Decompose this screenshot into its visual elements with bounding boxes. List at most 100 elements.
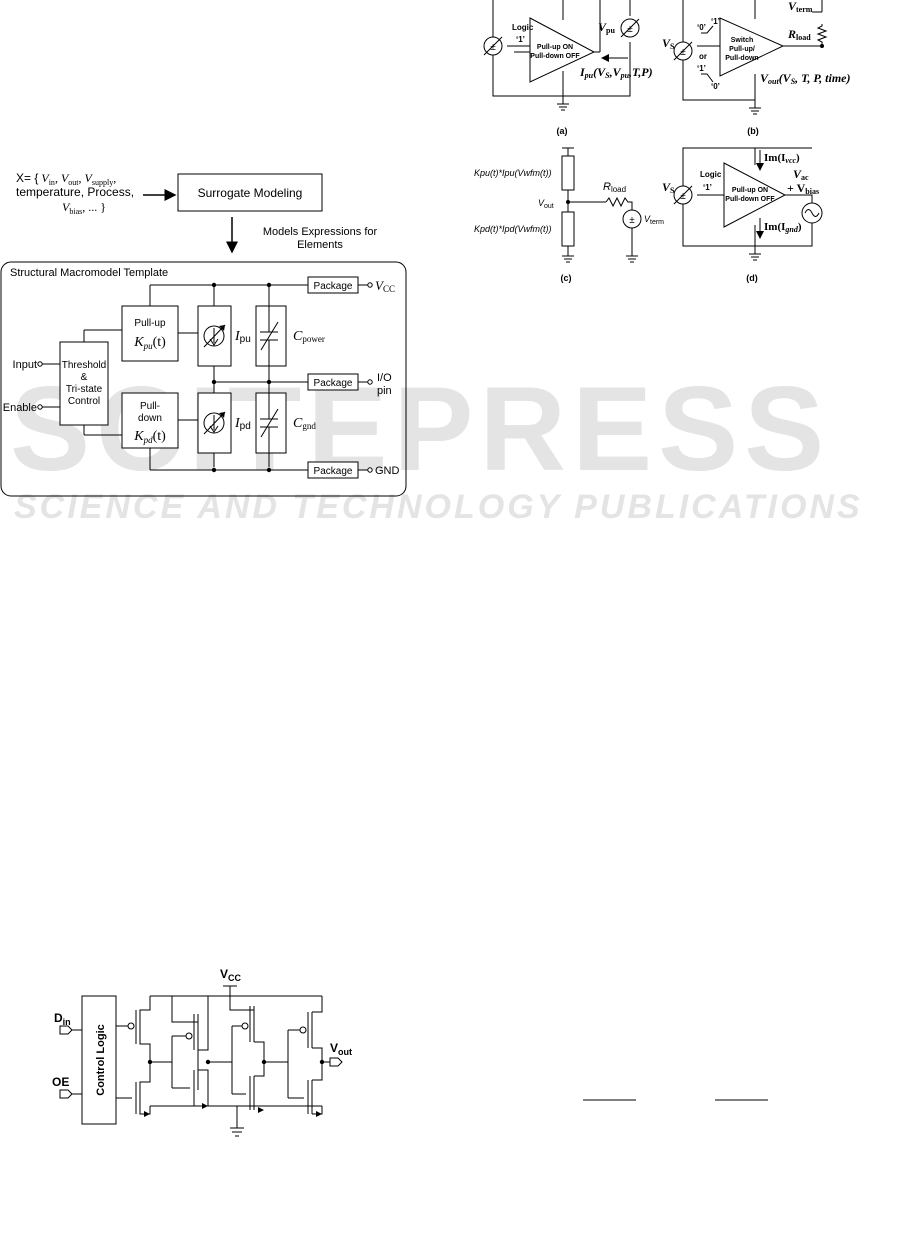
threshold-label-3: Tri-state (66, 384, 103, 395)
kpu-label: Kpu(t) (133, 335, 166, 351)
panel-c-rload: Rload (603, 181, 626, 194)
pull-down-box (121, 392, 179, 449)
svg-text:±: ± (680, 191, 686, 202)
voltage-source-icon: ± (673, 185, 693, 205)
io-pin-label-2: pin (377, 385, 392, 397)
panel-d-vs: VS (662, 180, 675, 195)
flow-input-line1: X= { (16, 171, 38, 185)
panel-b-output-node (820, 44, 824, 48)
panel-b-caption: (b) (747, 126, 759, 136)
panel-a-ipu-expr: Ipu(VS,Vpu,T,P) (579, 65, 653, 80)
capacitor-icon (260, 393, 279, 453)
pull-up-box (121, 305, 179, 362)
current-source-icon (203, 324, 226, 348)
package-label: Package (314, 281, 353, 292)
oe-port-icon (59, 1089, 73, 1099)
flow-input-set: X= { Vin, Vout, Vsupply, temperature, Pr… (16, 171, 134, 216)
package-label: Package (314, 466, 353, 477)
ground-icon (749, 253, 761, 261)
panel-b-vs: VS (662, 36, 675, 51)
models-expr-line2: Elements (297, 239, 343, 251)
panel-d-im-gnd: Im(Ignd) (764, 221, 802, 234)
package-box-io (307, 373, 359, 391)
surrogate-modeling-label: Surrogate Modeling (198, 186, 303, 200)
threshold-label-1: Threshold (62, 360, 106, 371)
panel-d-logic: Logic (700, 170, 722, 179)
transistor-wires (116, 985, 330, 1128)
vcc-label: VCC (375, 278, 395, 294)
template-junctions (211, 282, 272, 473)
panel-b-one-bot: ‘1’ (697, 64, 706, 73)
pull-up-label: Pull-up (134, 318, 166, 329)
enable-label: Enable (3, 402, 37, 414)
package-label: Package (314, 378, 353, 389)
ground-icon (749, 107, 761, 115)
voltage-source-icon: ± (483, 36, 503, 56)
svg-text:±: ± (629, 215, 635, 226)
panel-c-vout-node (566, 200, 570, 204)
panel-c-vterm: Vterm (644, 214, 664, 226)
transistor-junctions (147, 1059, 325, 1065)
panel-c-kpd-expr: Kpd(t)*Ipd(Vwfm(t)) (474, 224, 552, 234)
panel-d-driver-triangle (723, 162, 787, 228)
din-label: Din (54, 1011, 71, 1027)
panel-d-caption: (d) (746, 273, 758, 283)
flow-input-line2: temperature, Process, (16, 185, 134, 199)
voltage-source-icon: ± (673, 41, 693, 61)
panel-d-wires (682, 147, 813, 254)
transistor-nmos-arrows (144, 1103, 322, 1117)
panel-d-vac: Vac (793, 167, 809, 182)
panel-b-one-top: ‘1’ (711, 17, 720, 26)
ipd-label: Ipd (234, 416, 251, 432)
capacitor-icon (260, 306, 279, 366)
cpower-box (255, 305, 287, 367)
panel-b-driver-triangle (719, 17, 785, 77)
panel-c-caption: (c) (561, 273, 572, 283)
package-box-gnd (307, 461, 359, 479)
panel-b-zero-bot: ‘0’ (711, 82, 720, 91)
panel-b-amp-label-2: Pull-up/ (729, 46, 755, 53)
svg-text:Vbias, ... }: Vbias, ... } (62, 200, 106, 216)
din-port-icon (59, 1025, 73, 1035)
cgnd-label: Cgnd (293, 416, 316, 431)
kpd-label: Kpd(t) (133, 429, 166, 445)
transistor-vout: Vout (330, 1041, 352, 1057)
pull-down-label-2: down (138, 413, 162, 424)
panel-a-amp-label-1: Pull-up ON (537, 44, 573, 51)
package-box-vcc (307, 276, 359, 294)
panel-a-amp-label-2: Pull-down OFF (530, 53, 580, 60)
ground-icon (562, 255, 574, 263)
transistor-vcc: VCC (220, 967, 242, 983)
panel-a-caption: (a) (557, 126, 568, 136)
panel-d-vbias: + Vbias (787, 181, 819, 196)
panel-a-driver-triangle (529, 17, 596, 83)
panel-a-logic: Logic (512, 23, 534, 32)
control-logic-label: Control Logic (95, 1024, 107, 1096)
panel-c-vout: Vout (538, 198, 554, 210)
svg-text:±: ± (680, 47, 686, 58)
panel-b-vout-expr: Vout(VS, T, P, time) (760, 71, 850, 86)
panel-d-amp-label-1: Pull-up ON (732, 187, 768, 194)
control-logic-box (81, 995, 117, 1125)
oe-label: OE (52, 1075, 69, 1089)
cgnd-box (255, 392, 287, 454)
panel-d-im-vcc: Im(Ivcc) (764, 152, 800, 165)
panel-a-one: ‘1’ (516, 35, 525, 44)
threshold-label-4: Control (68, 396, 100, 407)
cpower-label: Cpower (293, 329, 325, 344)
input-label: Input (13, 359, 37, 371)
template-pin-circles (37, 282, 373, 473)
panel-b-amp-label-3: Pull-down (725, 55, 758, 62)
panel-b-or: or (699, 52, 707, 61)
template-frame (0, 261, 407, 497)
svg-text:±: ± (627, 24, 633, 35)
threshold-control-box (59, 341, 109, 426)
ac-source-icon (801, 202, 823, 224)
transistor-pmos-bubbles (127, 1022, 307, 1040)
panel-d-amp-label-2: Pull-down OFF (725, 196, 775, 203)
models-expr-line1: Models Expressions for (263, 226, 378, 238)
panel-b-zero-top: ‘0’ (697, 23, 706, 32)
svg-text:±: ± (490, 42, 496, 53)
template-title: Structural Macromodel Template (10, 267, 168, 279)
